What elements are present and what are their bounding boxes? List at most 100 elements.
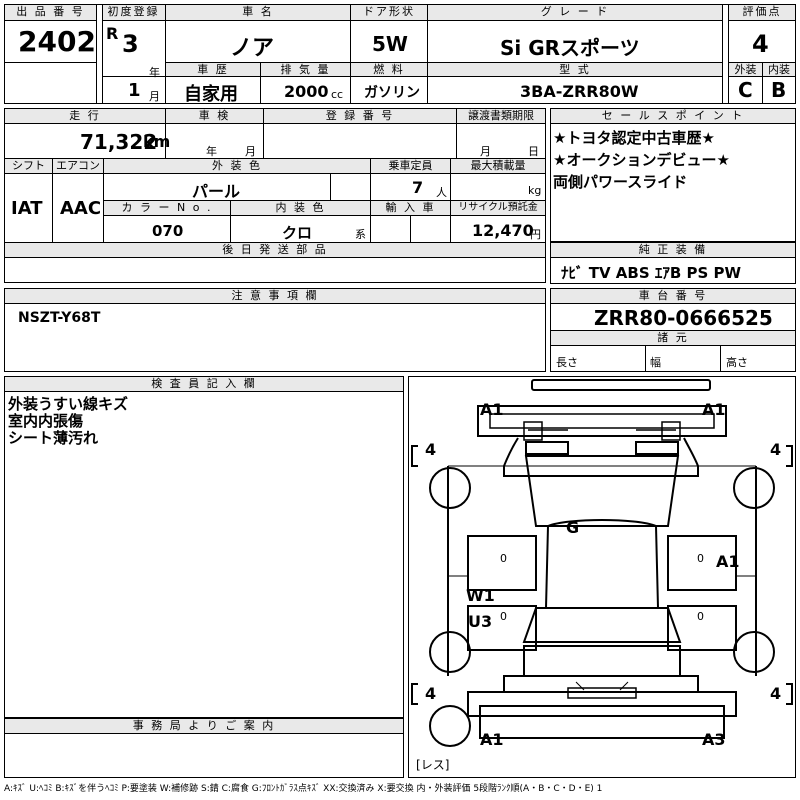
grade-value: Si GRスポーツ xyxy=(500,36,640,60)
first-reg-year: 3 xyxy=(122,30,139,58)
diag-front-right: A1 xyxy=(702,400,726,419)
recycle-value: 12,470 xyxy=(472,221,534,240)
equipment-label: 純 正 装 備 xyxy=(551,243,795,258)
interior-value: B xyxy=(771,78,787,102)
diag-tire-rl: 4 xyxy=(425,684,437,703)
diag-tire-fr: 4 xyxy=(770,440,782,459)
int-color-value: クロ xyxy=(282,224,313,242)
displacement-unit: cc xyxy=(331,88,344,101)
car-name: ノア xyxy=(230,36,275,61)
color-no-label: カ ラ ー N o . xyxy=(104,201,230,216)
capacity-label: 乗車定員 xyxy=(371,159,450,174)
grade-label: グ レ ー ド xyxy=(428,5,722,21)
diag-spare: [レス] xyxy=(416,758,450,772)
score-label: 評価点 xyxy=(729,5,795,21)
transfer-day-unit: 日 xyxy=(528,145,539,158)
max-load-unit: kg xyxy=(528,184,542,197)
color-value: パール xyxy=(192,182,241,201)
diag-tire-fl: 4 xyxy=(425,440,437,459)
max-load-label: 最大積載量 xyxy=(451,159,545,174)
car-diagram xyxy=(411,379,793,747)
office-label: 事 務 局 よ り ご 案 内 xyxy=(5,719,403,734)
sales-point-line: ★オークションデビュー★ xyxy=(553,151,730,169)
car-diagram-block xyxy=(408,376,796,778)
legend-text: A:ｷｽﾞ U:ﾍｺﾐ B:ｷｽﾞを伴うﾍｺﾐ P:要塗装 W:補修跡 S:錆 … xyxy=(4,784,603,794)
lot-label: 出 品 番 号 xyxy=(5,5,96,21)
recycle-label: リサイクル預託金 xyxy=(451,201,545,216)
model-value: 3BA-ZRR80W xyxy=(520,82,639,101)
notes-label: 注 意 事 項 欄 xyxy=(5,289,545,304)
displacement-label: 排 気 量 xyxy=(261,63,350,77)
inspector-note: 外装うすい線キズ xyxy=(8,395,129,413)
sales-point-line: 両側パワースライド xyxy=(553,173,688,191)
later-parts-label: 後 日 発 送 部 品 xyxy=(5,243,545,258)
inspector-label: 検 査 員 記 入 欄 xyxy=(5,377,403,392)
lot-number: 2402 xyxy=(18,25,96,58)
diag-spare-text: レス xyxy=(420,758,445,772)
mileage-value: 71,322 xyxy=(80,130,158,154)
fuel-value: ガソリン xyxy=(364,85,420,101)
aircon-label: エアコン xyxy=(53,159,103,174)
spec-width: 幅 xyxy=(650,356,661,369)
exterior-value: C xyxy=(738,78,753,102)
first-reg-month: 1 xyxy=(128,80,141,101)
diag-zero: 0 xyxy=(697,552,704,565)
sales-point-label: セ ー ル ス ポ イ ン ト xyxy=(551,109,795,124)
inspector-note: 室内内張傷 xyxy=(8,412,84,430)
diag-left-w: W1 xyxy=(466,586,495,605)
car-name-label: 車 名 xyxy=(166,5,350,21)
int-color-unit: 系 xyxy=(355,228,366,241)
diag-right-side: A1 xyxy=(716,552,740,571)
exterior-label: 外装 xyxy=(729,63,762,77)
inspection-label: 車 検 xyxy=(166,109,263,124)
doors-value: 5W xyxy=(372,32,408,56)
first-reg-era: R xyxy=(106,24,119,43)
notes-value: NSZT-Y68T xyxy=(18,310,101,326)
inspection-month-unit: 月 xyxy=(245,145,256,158)
recycle-unit: 円 xyxy=(530,228,541,241)
int-color-label: 内 装 色 xyxy=(231,201,370,216)
displacement-value: 2000 xyxy=(284,82,329,101)
diag-rear-left: A1 xyxy=(480,730,504,749)
capacity-value: 7 xyxy=(412,178,424,197)
mileage-unit: km xyxy=(143,132,171,151)
sales-point-block xyxy=(550,108,796,242)
diag-zero: 0 xyxy=(697,610,704,623)
inspection-year-unit: 年 xyxy=(206,145,217,158)
chassis-label: 車 台 番 号 xyxy=(551,289,795,304)
diag-roof: G xyxy=(566,518,580,537)
spec-length: 長さ xyxy=(556,356,578,369)
registration-label: 登 録 番 号 xyxy=(264,109,456,124)
transfer-month-unit: 月 xyxy=(480,145,491,158)
shift-value: IAT xyxy=(11,198,43,219)
diag-zero: 0 xyxy=(500,552,507,565)
model-label: 型 式 xyxy=(428,63,722,77)
doors-label: ドア形状 xyxy=(351,5,427,21)
sales-point-line: ★トヨタ認定中古車歴★ xyxy=(553,129,715,147)
inspector-block xyxy=(4,376,404,718)
transfer-label: 譲渡書類期限 xyxy=(457,109,545,124)
diag-front-left: A1 xyxy=(480,400,504,419)
history-value: 自家用 xyxy=(184,84,238,105)
capacity-unit: 人 xyxy=(436,186,447,199)
score-value: 4 xyxy=(752,30,769,58)
first-reg-year-unit: 年 xyxy=(149,66,160,79)
equipment-value: ﾅﾋﾞ TV ABS ｴｱB PS PW xyxy=(561,264,742,282)
inspector-note: シート薄汚れ xyxy=(8,429,99,447)
shift-label: シフト xyxy=(5,159,52,174)
fuel-label: 燃 料 xyxy=(351,63,427,77)
import-label: 輸 入 車 xyxy=(371,201,450,216)
specs-label: 諸 元 xyxy=(551,331,795,346)
aircon-value: AAC xyxy=(60,198,102,219)
diag-tire-rr: 4 xyxy=(770,684,782,703)
color-label: 外 装 色 xyxy=(104,159,370,174)
diag-rear-right: A3 xyxy=(702,730,726,749)
first-reg-label: 初度登録 xyxy=(102,5,165,21)
chassis-value: ZRR80-0666525 xyxy=(594,306,773,330)
diag-zero: 0 xyxy=(500,610,507,623)
history-label: 車 歴 xyxy=(166,63,260,77)
interior-label: 内装 xyxy=(763,63,795,77)
diag-left-u: U3 xyxy=(468,612,493,631)
mileage-label: 走 行 xyxy=(5,109,165,124)
first-reg-month-unit: 月 xyxy=(149,90,160,103)
